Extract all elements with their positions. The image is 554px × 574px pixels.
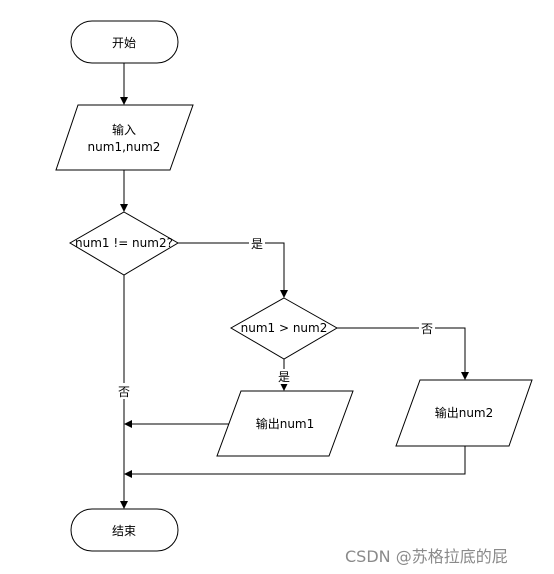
edge-not-equal-yes <box>178 242 288 298</box>
input-label-line1: 输入 <box>112 122 136 137</box>
decision-not-equal-label: num1 != num2? <box>75 236 173 250</box>
svg-text:否: 否 <box>421 322 433 336</box>
edge-label-not-equal-no: 否 <box>116 383 132 399</box>
edge-label-not-equal-yes: 是 <box>249 236 265 251</box>
start-terminator: 开始 <box>70 20 179 64</box>
svg-text:否: 否 <box>118 385 130 399</box>
start-label: 开始 <box>112 36 136 50</box>
edge-start-to-input <box>120 63 128 105</box>
edge-label-greater-no: 否 <box>419 321 435 336</box>
svg-text:是: 是 <box>251 237 263 251</box>
input-label-line2: num1,num2 <box>88 140 161 154</box>
output-num1-parallelogram: 输出num1 <box>216 390 354 457</box>
end-terminator: 结束 <box>70 508 179 552</box>
edge-greater-no <box>337 327 469 380</box>
decision-greater-label: num1 > num2 <box>241 321 328 335</box>
output-num2-label: 输出num2 <box>435 405 494 420</box>
output-num1-label: 输出num1 <box>256 416 315 431</box>
edge-label-greater-yes: 是 <box>276 369 292 384</box>
input-parallelogram: 输入 num1,num2 <box>55 104 194 171</box>
output-num2-parallelogram: 输出num2 <box>395 379 533 447</box>
watermark-text: CSDN @苏格拉底的屁 <box>345 547 508 566</box>
edge-output-num1-to-merge <box>124 420 230 428</box>
decision-not-equal-diamond: num1 != num2? <box>69 211 179 276</box>
svg-text:是: 是 <box>278 370 290 384</box>
decision-greater-diamond: num1 > num2 <box>229 297 339 360</box>
edge-output-num2-to-merge <box>124 446 466 478</box>
end-label: 结束 <box>112 524 136 538</box>
edge-input-to-decision-not-equal <box>120 170 128 212</box>
